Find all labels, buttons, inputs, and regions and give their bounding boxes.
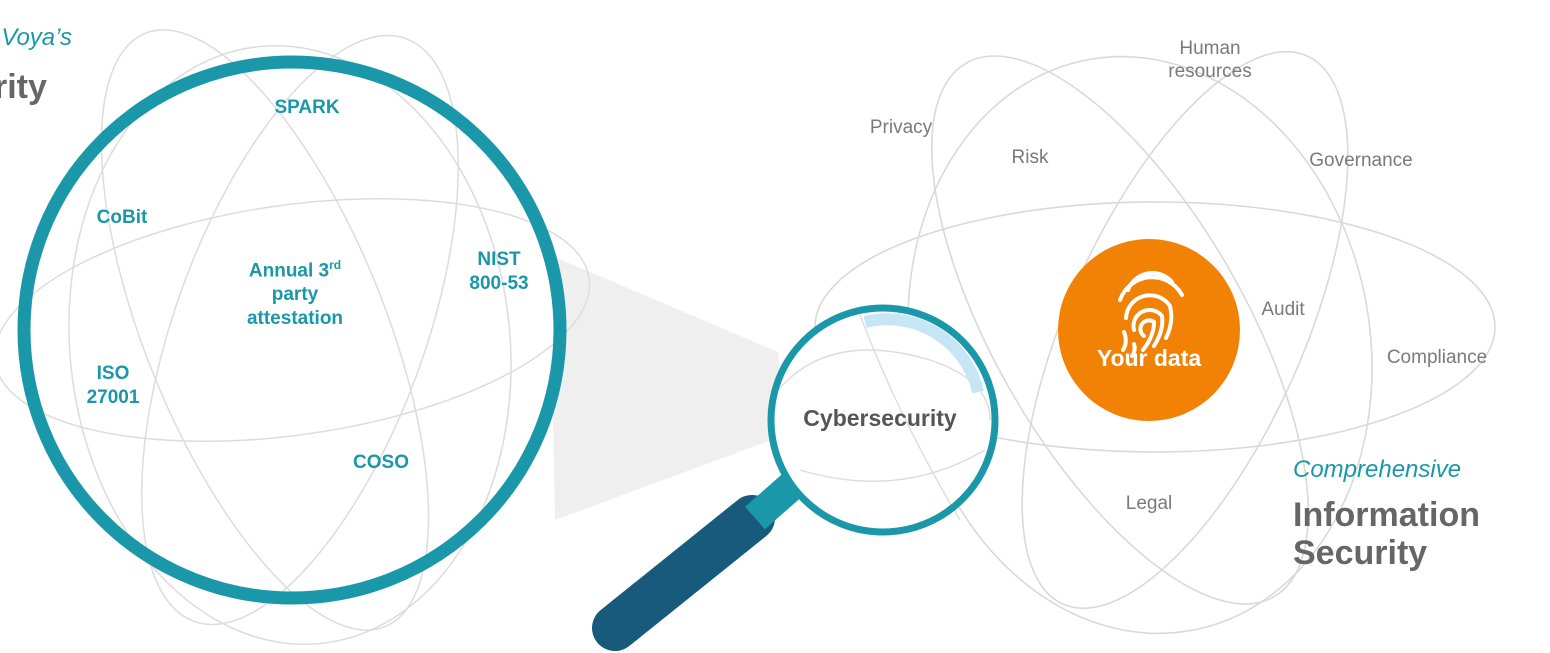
domain-risk: Risk	[1011, 147, 1049, 168]
domain-human-line1: Human	[1179, 38, 1241, 59]
zoom-circle-fill	[24, 62, 560, 598]
magnifier-rim	[767, 304, 999, 536]
zoom-orbit-2	[100, 29, 430, 631]
framework-iso-line2: 27001	[86, 386, 140, 408]
zoom-circle-orbits	[0, 29, 591, 645]
domain-legal: Legal	[1125, 493, 1173, 514]
framework-nist-line2: 800-53	[469, 272, 529, 294]
domain-privacy: Privacy	[869, 117, 933, 138]
zoom-orbit-4	[68, 45, 512, 645]
zoom-orbit-3	[141, 34, 459, 626]
right-heading-bold: Information Security	[1293, 496, 1480, 572]
framework-annual-line1: Annual 3rd	[248, 258, 342, 282]
framework-coso: COSO	[353, 452, 409, 473]
domain-human-line2: resources	[1168, 61, 1252, 83]
framework-nist: NIST 800-53	[469, 248, 528, 296]
zoom-cone	[550, 255, 785, 520]
lens-orbit-3	[859, 314, 961, 521]
your-data-label: Your data	[1096, 345, 1202, 371]
orbit-tilted-left	[930, 55, 1310, 605]
right-heading-line2: Security	[1293, 534, 1428, 573]
domain-compliance: Compliance	[1386, 347, 1488, 368]
framework-annual-line2: party	[271, 284, 319, 306]
lens-orbit-1	[777, 349, 991, 421]
framework-iso-line1: ISO	[96, 363, 130, 384]
lens-glare	[863, 313, 984, 394]
framework-annual-sup: rd	[329, 258, 342, 272]
domain-governance: Governance	[1309, 150, 1413, 171]
your-data-circle	[1058, 239, 1240, 421]
left-heading-italic: f Voya’s	[0, 24, 73, 51]
magnifier-label: Cybersecurity	[803, 405, 957, 431]
fingerprint-icon	[1118, 271, 1184, 358]
zoom-orbit-1	[0, 197, 591, 443]
framework-annual-line3: attestation	[246, 307, 344, 329]
domain-audit: Audit	[1261, 299, 1305, 320]
framework-annual-attestation: Annual 3rd party attestation	[247, 258, 343, 331]
framework-iso: ISO 27001	[87, 362, 140, 410]
right-heading-line1: Information	[1293, 496, 1480, 534]
zoom-circle-ring	[17, 55, 567, 605]
framework-cobit: CoBit	[96, 207, 148, 228]
framework-spark: SPARK	[274, 97, 340, 118]
lens-orbits	[777, 314, 991, 521]
right-heading-italic: Comprehensive	[1293, 456, 1462, 483]
left-heading-bold: rity	[0, 68, 47, 106]
magnifier	[592, 304, 999, 651]
domain-human-resources: Human resources	[1168, 37, 1251, 83]
lens-orbit-2	[799, 449, 986, 482]
magnifier-handle	[592, 495, 775, 651]
framework-nist-line1: NIST	[477, 249, 521, 270]
